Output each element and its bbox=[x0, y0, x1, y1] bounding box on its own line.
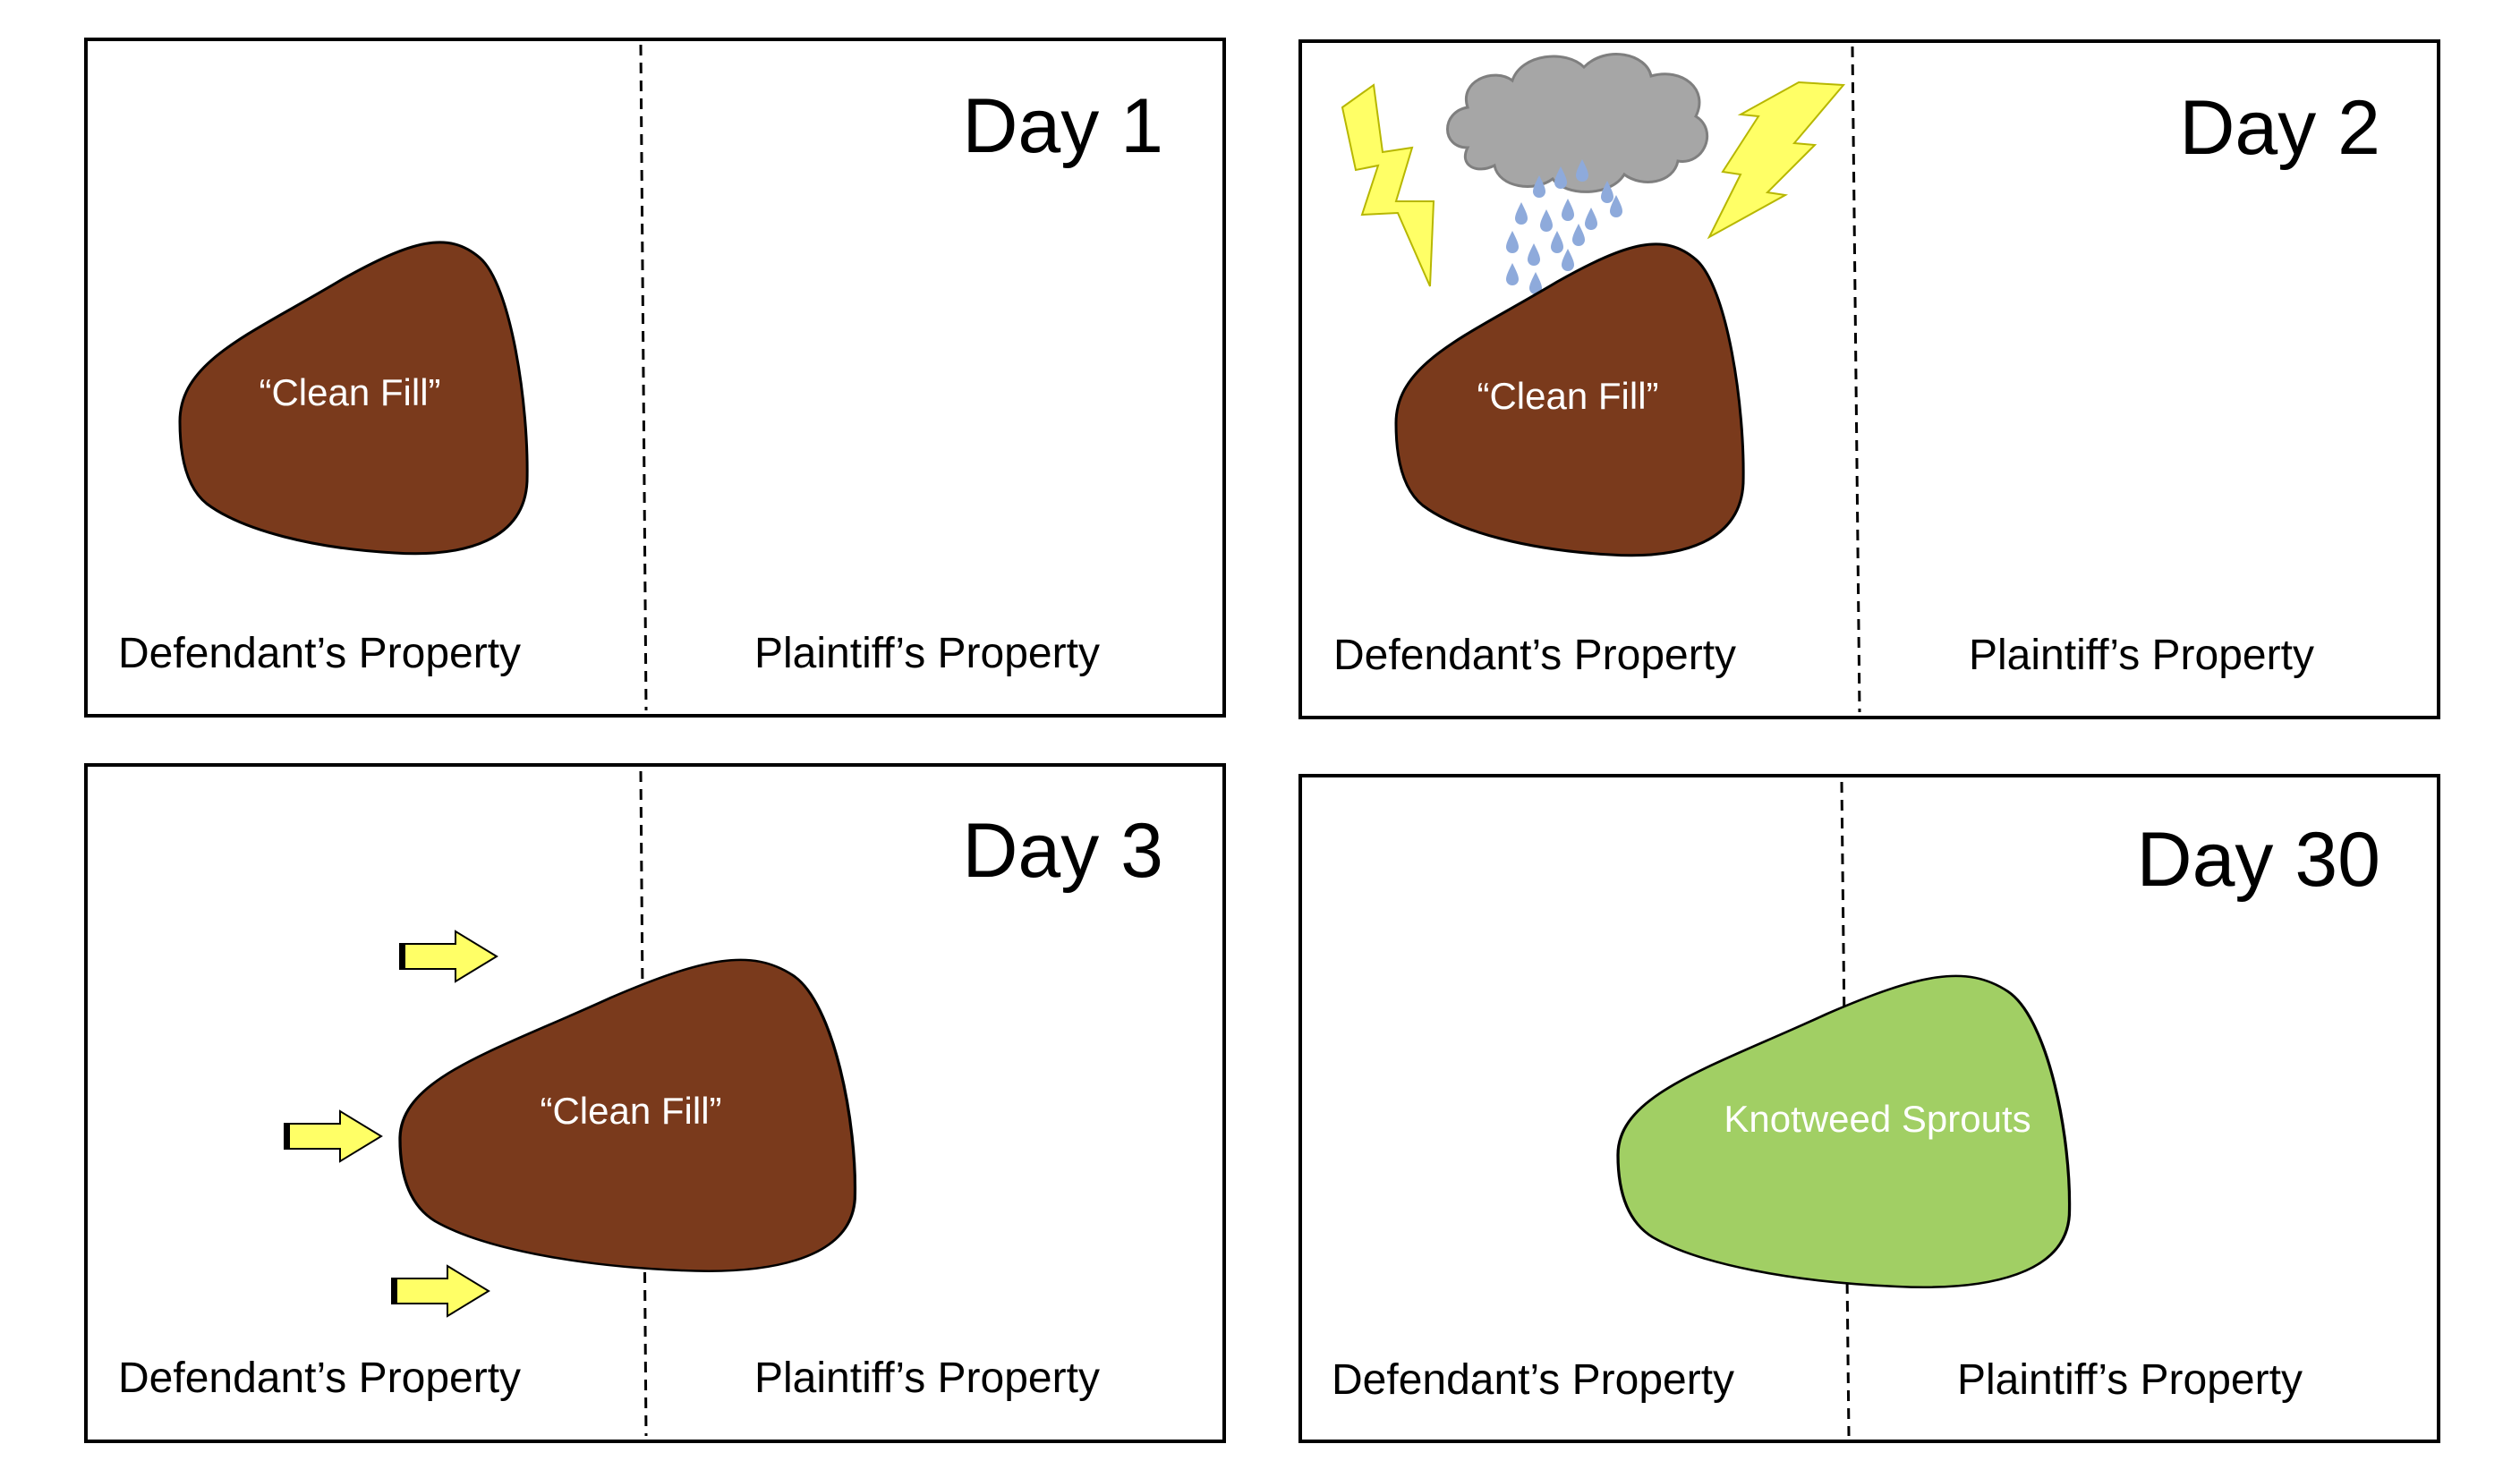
property-boundary-line bbox=[1851, 46, 1861, 713]
defendant-property-label: Defendant’s Property bbox=[1333, 632, 1736, 679]
panel-day-30: Day 30 Knotweed Sprouts Defendant’s Prop… bbox=[1298, 774, 2440, 1443]
plaintiff-property-label: Plaintiff’s Property bbox=[754, 630, 1100, 677]
blob-label: “Clean Fill” bbox=[540, 1090, 721, 1132]
day-label: Day 1 bbox=[962, 83, 1163, 169]
day-label: Day 3 bbox=[962, 808, 1163, 894]
storm-cloud-icon bbox=[1446, 53, 1709, 193]
clean-fill-pile: “Clean Fill” bbox=[1394, 242, 1745, 557]
panel-day-3: Day 3 “Clean Fill” Defendant’s Property … bbox=[84, 763, 1226, 1443]
lightning-bolt-icon bbox=[1341, 83, 1435, 287]
plaintiff-property-label: Plaintiff’s Property bbox=[1957, 1356, 2303, 1404]
lightning-bolt-icon bbox=[1707, 81, 1846, 240]
panel-day-1: Day 1 “Clean Fill” Defendant’s Property … bbox=[84, 38, 1226, 718]
panel-day-2: Day 2 bbox=[1298, 39, 2440, 719]
defendant-property-label: Defendant’s Property bbox=[1332, 1356, 1734, 1404]
blob-label: “Clean Fill” bbox=[259, 371, 440, 413]
day-label: Day 2 bbox=[2179, 85, 2380, 171]
day-label: Day 30 bbox=[2137, 817, 2381, 903]
defendant-property-label: Defendant’s Property bbox=[118, 630, 521, 677]
clean-fill-pile: “Clean Fill” bbox=[178, 241, 529, 556]
defendant-property-label: Defendant’s Property bbox=[118, 1355, 521, 1402]
plaintiff-property-label: Plaintiff’s Property bbox=[1969, 632, 2314, 679]
blob-label: “Clean Fill” bbox=[1477, 375, 1658, 417]
plaintiff-property-label: Plaintiff’s Property bbox=[754, 1355, 1100, 1402]
property-boundary-line bbox=[639, 44, 648, 711]
blob-label: Knotweed Sprouts bbox=[1724, 1098, 2030, 1140]
